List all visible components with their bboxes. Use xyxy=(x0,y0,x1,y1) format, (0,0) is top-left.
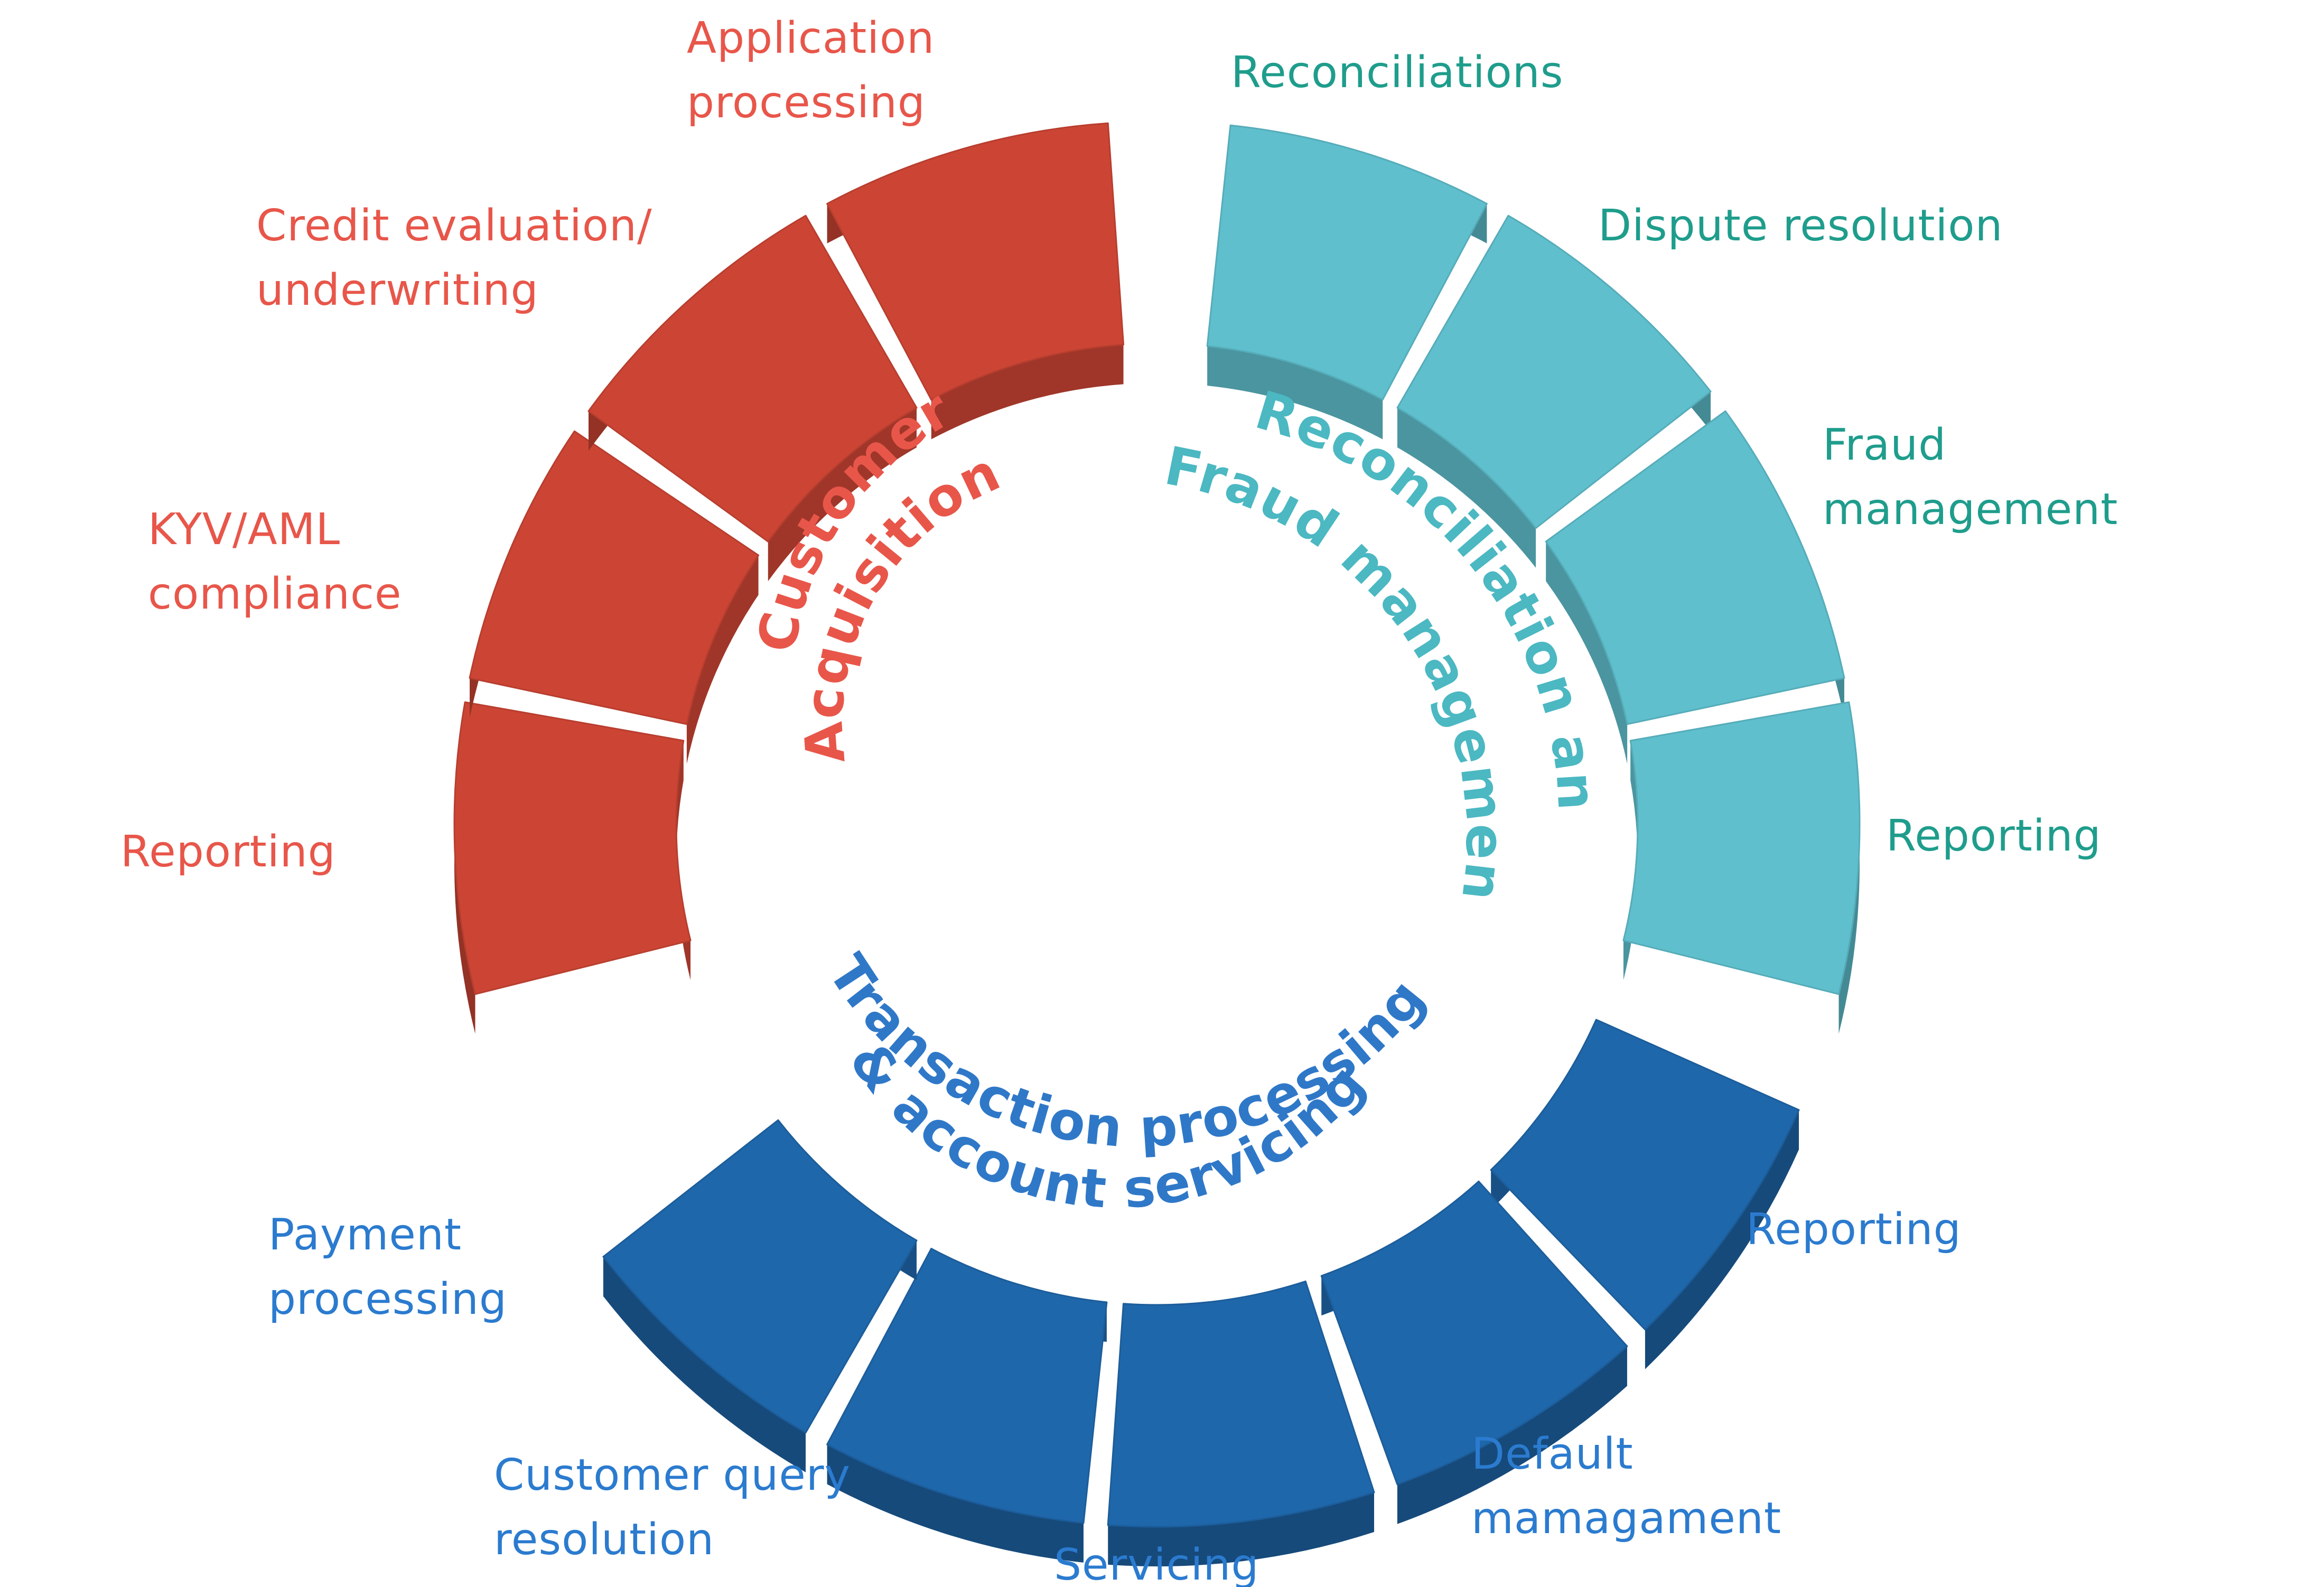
acquisition-segment-inner-side xyxy=(931,344,1124,440)
transaction-segment xyxy=(826,1247,1108,1563)
reconciliation-segment-top xyxy=(1622,701,1861,995)
label-credit-evaluation: Credit evaluation/ underwriting xyxy=(256,201,667,315)
acquisition-segment-top xyxy=(826,122,1125,401)
transaction-segment-side xyxy=(1397,1346,1627,1524)
transaction-segment-side xyxy=(1645,1109,1799,1369)
acquisition-segments xyxy=(453,122,1125,1034)
transaction-segment-top xyxy=(602,1119,918,1434)
acquisition-segment-inner-side xyxy=(768,407,917,582)
acquisition-segment-top xyxy=(453,701,692,995)
acquisition-segment xyxy=(469,430,760,764)
reconciliation-segment-side xyxy=(1838,702,1860,1034)
transaction-segment xyxy=(1320,1180,1628,1524)
transaction-segment-top xyxy=(1320,1180,1628,1486)
acquisition-segment xyxy=(826,122,1125,440)
label-acq-reporting: Reporting xyxy=(120,827,336,877)
reconciliation-segment xyxy=(1206,124,1488,440)
label-fraud-management: Fraud management xyxy=(1823,420,2118,535)
label-trn-reporting: Reporting xyxy=(1746,1205,1962,1255)
reconciliation-segment-inner-side xyxy=(1546,542,1628,764)
label-dispute-resolution: Dispute resolution xyxy=(1598,201,2003,251)
reconciliation-segments xyxy=(1206,124,1861,1034)
transaction-segment xyxy=(602,1119,918,1472)
acquisition-segment xyxy=(453,701,692,1034)
label-kyv-aml: KYV/AML compliance xyxy=(148,505,402,619)
reconciliation-segment-top xyxy=(1206,124,1488,401)
reconciliation-segment-inner-side xyxy=(1207,346,1383,440)
reconciliation-segment xyxy=(1396,214,1712,568)
label-application-processing: Application processing xyxy=(687,13,949,128)
label-customer-query: Customer query resolution xyxy=(494,1450,865,1565)
label-default-management: Default mamagament xyxy=(1471,1429,1781,1544)
transaction-segment-top xyxy=(1107,1280,1375,1528)
transaction-segment-side xyxy=(827,1444,1084,1563)
acquisition-segment-inner-side xyxy=(686,555,759,764)
reconciliation-segment-top xyxy=(1396,214,1712,529)
label-payment-processing: Payment processing xyxy=(268,1210,507,1324)
transaction-segment xyxy=(1107,1280,1375,1567)
transaction-segments xyxy=(602,1019,1800,1567)
transaction-segment-top xyxy=(826,1247,1108,1524)
reconciliation-segment-top xyxy=(1545,410,1845,725)
acquisition-segment xyxy=(587,214,918,582)
acquisition-segment-top xyxy=(587,214,918,543)
reconciliation-segment-inner-side xyxy=(1397,407,1536,568)
reconciliation-segment xyxy=(1545,410,1845,764)
transaction-segment-top xyxy=(1490,1019,1800,1331)
transaction-segment xyxy=(1490,1019,1800,1369)
acquisition-segment-top xyxy=(469,430,760,725)
label-rec-reporting: Reporting xyxy=(1886,811,2102,861)
label-servicing: Servicing xyxy=(1054,1540,1259,1587)
reconciliation-segment xyxy=(1622,701,1861,1034)
acquisition-segment-side xyxy=(454,702,475,1034)
label-reconciliations: Reconciliations xyxy=(1231,48,1563,98)
transaction-segment-side xyxy=(603,1256,806,1472)
